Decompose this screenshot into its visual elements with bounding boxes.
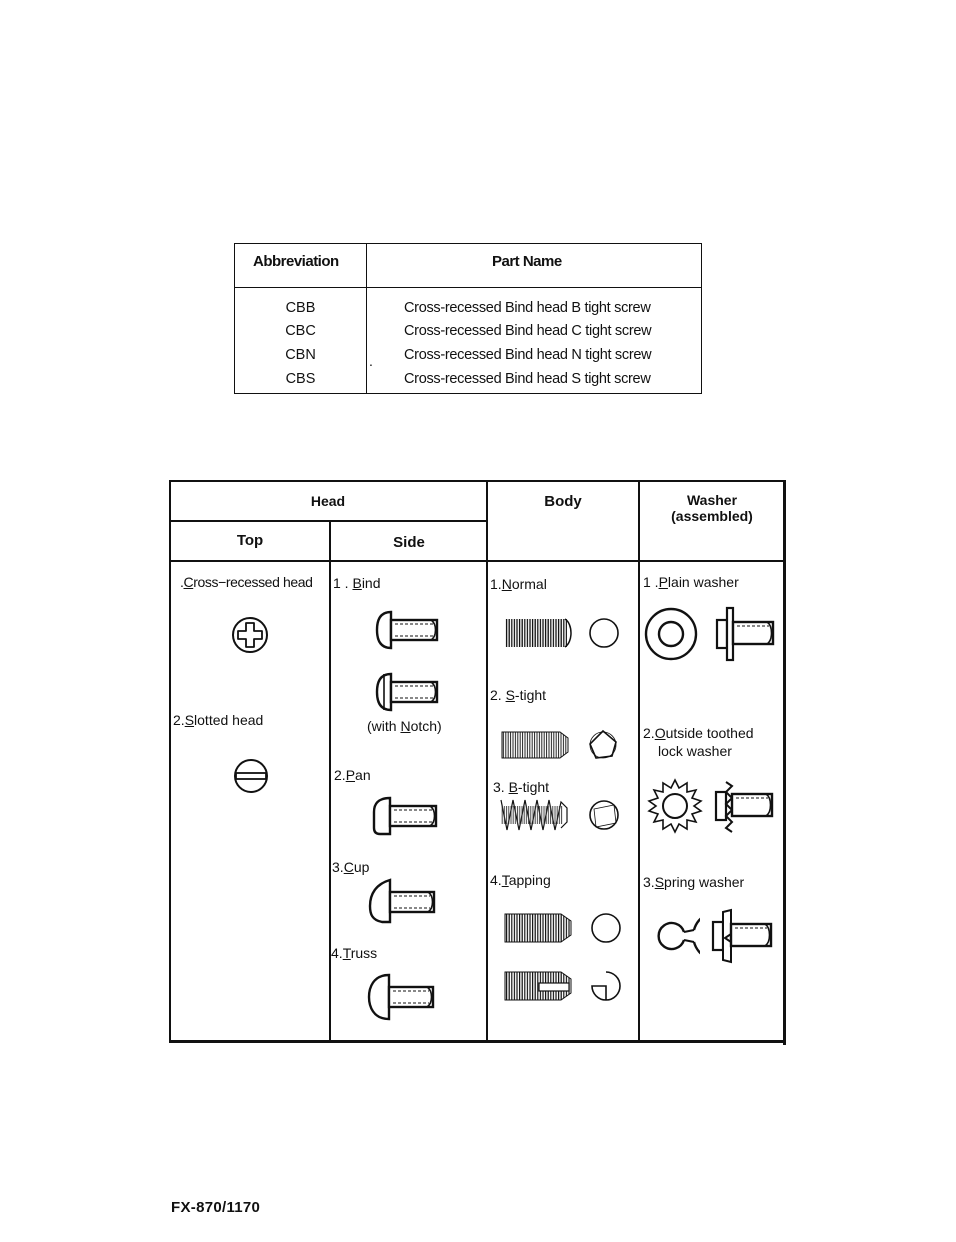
spring-washer-icon (657, 917, 700, 955)
side-item-pan: 2.Pan (334, 767, 371, 783)
top-item-cross-recessed: .Cross−recessed head (180, 574, 313, 590)
washer-item-plain: 1 .Plain washer (643, 574, 739, 590)
abbr-code: CBS (285, 371, 316, 387)
abbr-code: CBC (285, 323, 316, 339)
washer-header: Washer (686, 492, 738, 508)
header-bottom-divider (169, 560, 786, 562)
body-item-tapping: 4.Tapping (490, 872, 551, 888)
washer-item-spring: 3.Spring washer (643, 874, 745, 890)
top-header: Top (236, 532, 264, 549)
part-name-header: Part Name (492, 253, 562, 270)
side-item-bind: 1 . Bind (333, 575, 381, 591)
b-tight-thread-icon (500, 799, 568, 831)
screw-types-table: Head Top Side Body Washer (assembled) .C… (169, 480, 786, 1045)
washer-item-toothed-line2: lock washer (658, 743, 732, 759)
abbr-code: CBN (285, 347, 316, 363)
side-header: Side (393, 534, 425, 551)
abbr-part-name: Cross-recessed Bind head C tight screw (404, 323, 652, 339)
spring-washer-assembled-icon (711, 908, 773, 964)
bind-head-notch-screw-icon (375, 672, 439, 712)
top-side-divider (329, 521, 331, 1042)
side-item-truss: 4.Truss (331, 945, 378, 961)
plain-washer-icon (644, 607, 698, 661)
body-item-normal: 1.Normal (490, 576, 547, 592)
tapping-slotted-thread-end-icon (591, 971, 621, 1001)
page-footer-model: FX-870/1170 (171, 1199, 261, 1216)
s-tight-thread-icon (501, 731, 569, 759)
head-body-divider (486, 480, 488, 1042)
body-washer-divider (638, 480, 640, 1042)
s-tight-thread-end-icon (589, 729, 617, 759)
abbreviation-header: Abbreviation (253, 253, 339, 270)
table-border-left (169, 480, 171, 1042)
abbr-part-name: Cross-recessed Bind head S tight screw (404, 371, 651, 387)
abbr-part-name: Cross-recessed Bind head B tight screw (404, 300, 651, 316)
column-divider (366, 244, 367, 393)
table-border-top (169, 480, 786, 482)
cross-recessed-head-icon (232, 617, 268, 653)
bind-head-screw-icon (375, 610, 439, 650)
side-note-with-notch: (with Notch) (367, 718, 442, 734)
plain-washer-assembled-icon (715, 606, 775, 662)
table-border-bottom (169, 1040, 786, 1043)
body-header: Body (544, 493, 582, 510)
top-item-slotted: 2.Slotted head (173, 712, 264, 728)
tapping-slotted-thread-icon (504, 971, 572, 1001)
body-item-s-tight: 2. S-tight (490, 687, 547, 703)
washer-subheader: (assembled) (671, 508, 753, 524)
abbreviation-table: Abbreviation Part Name CBB Cross-recesse… (234, 243, 702, 394)
truss-head-screw-icon (367, 973, 435, 1021)
abbr-part-name: Cross-recessed Bind head N tight screw (404, 347, 652, 363)
cup-head-screw-icon (368, 878, 436, 924)
stray-mark: . (369, 353, 373, 369)
tapping-thread-end-icon (591, 913, 621, 943)
head-header: Head (310, 493, 346, 509)
side-item-cup: 3.Cup (332, 859, 370, 875)
toothed-lock-washer-assembled-icon (714, 781, 774, 833)
body-item-b-tight: 3. B-tight (493, 779, 550, 795)
header-divider (235, 287, 701, 288)
normal-thread-icon (505, 618, 572, 648)
pan-head-screw-icon (372, 796, 438, 836)
normal-thread-end-icon (589, 618, 619, 648)
toothed-lock-washer-icon (647, 778, 703, 834)
head-subheader-divider (169, 520, 487, 522)
table-border-right (783, 480, 786, 1045)
slotted-head-icon (234, 759, 268, 793)
abbr-code: CBB (285, 300, 316, 316)
washer-item-toothed: 2.Outside toothed (643, 725, 754, 741)
b-tight-thread-end-icon (589, 800, 619, 830)
tapping-thread-icon (504, 913, 572, 943)
